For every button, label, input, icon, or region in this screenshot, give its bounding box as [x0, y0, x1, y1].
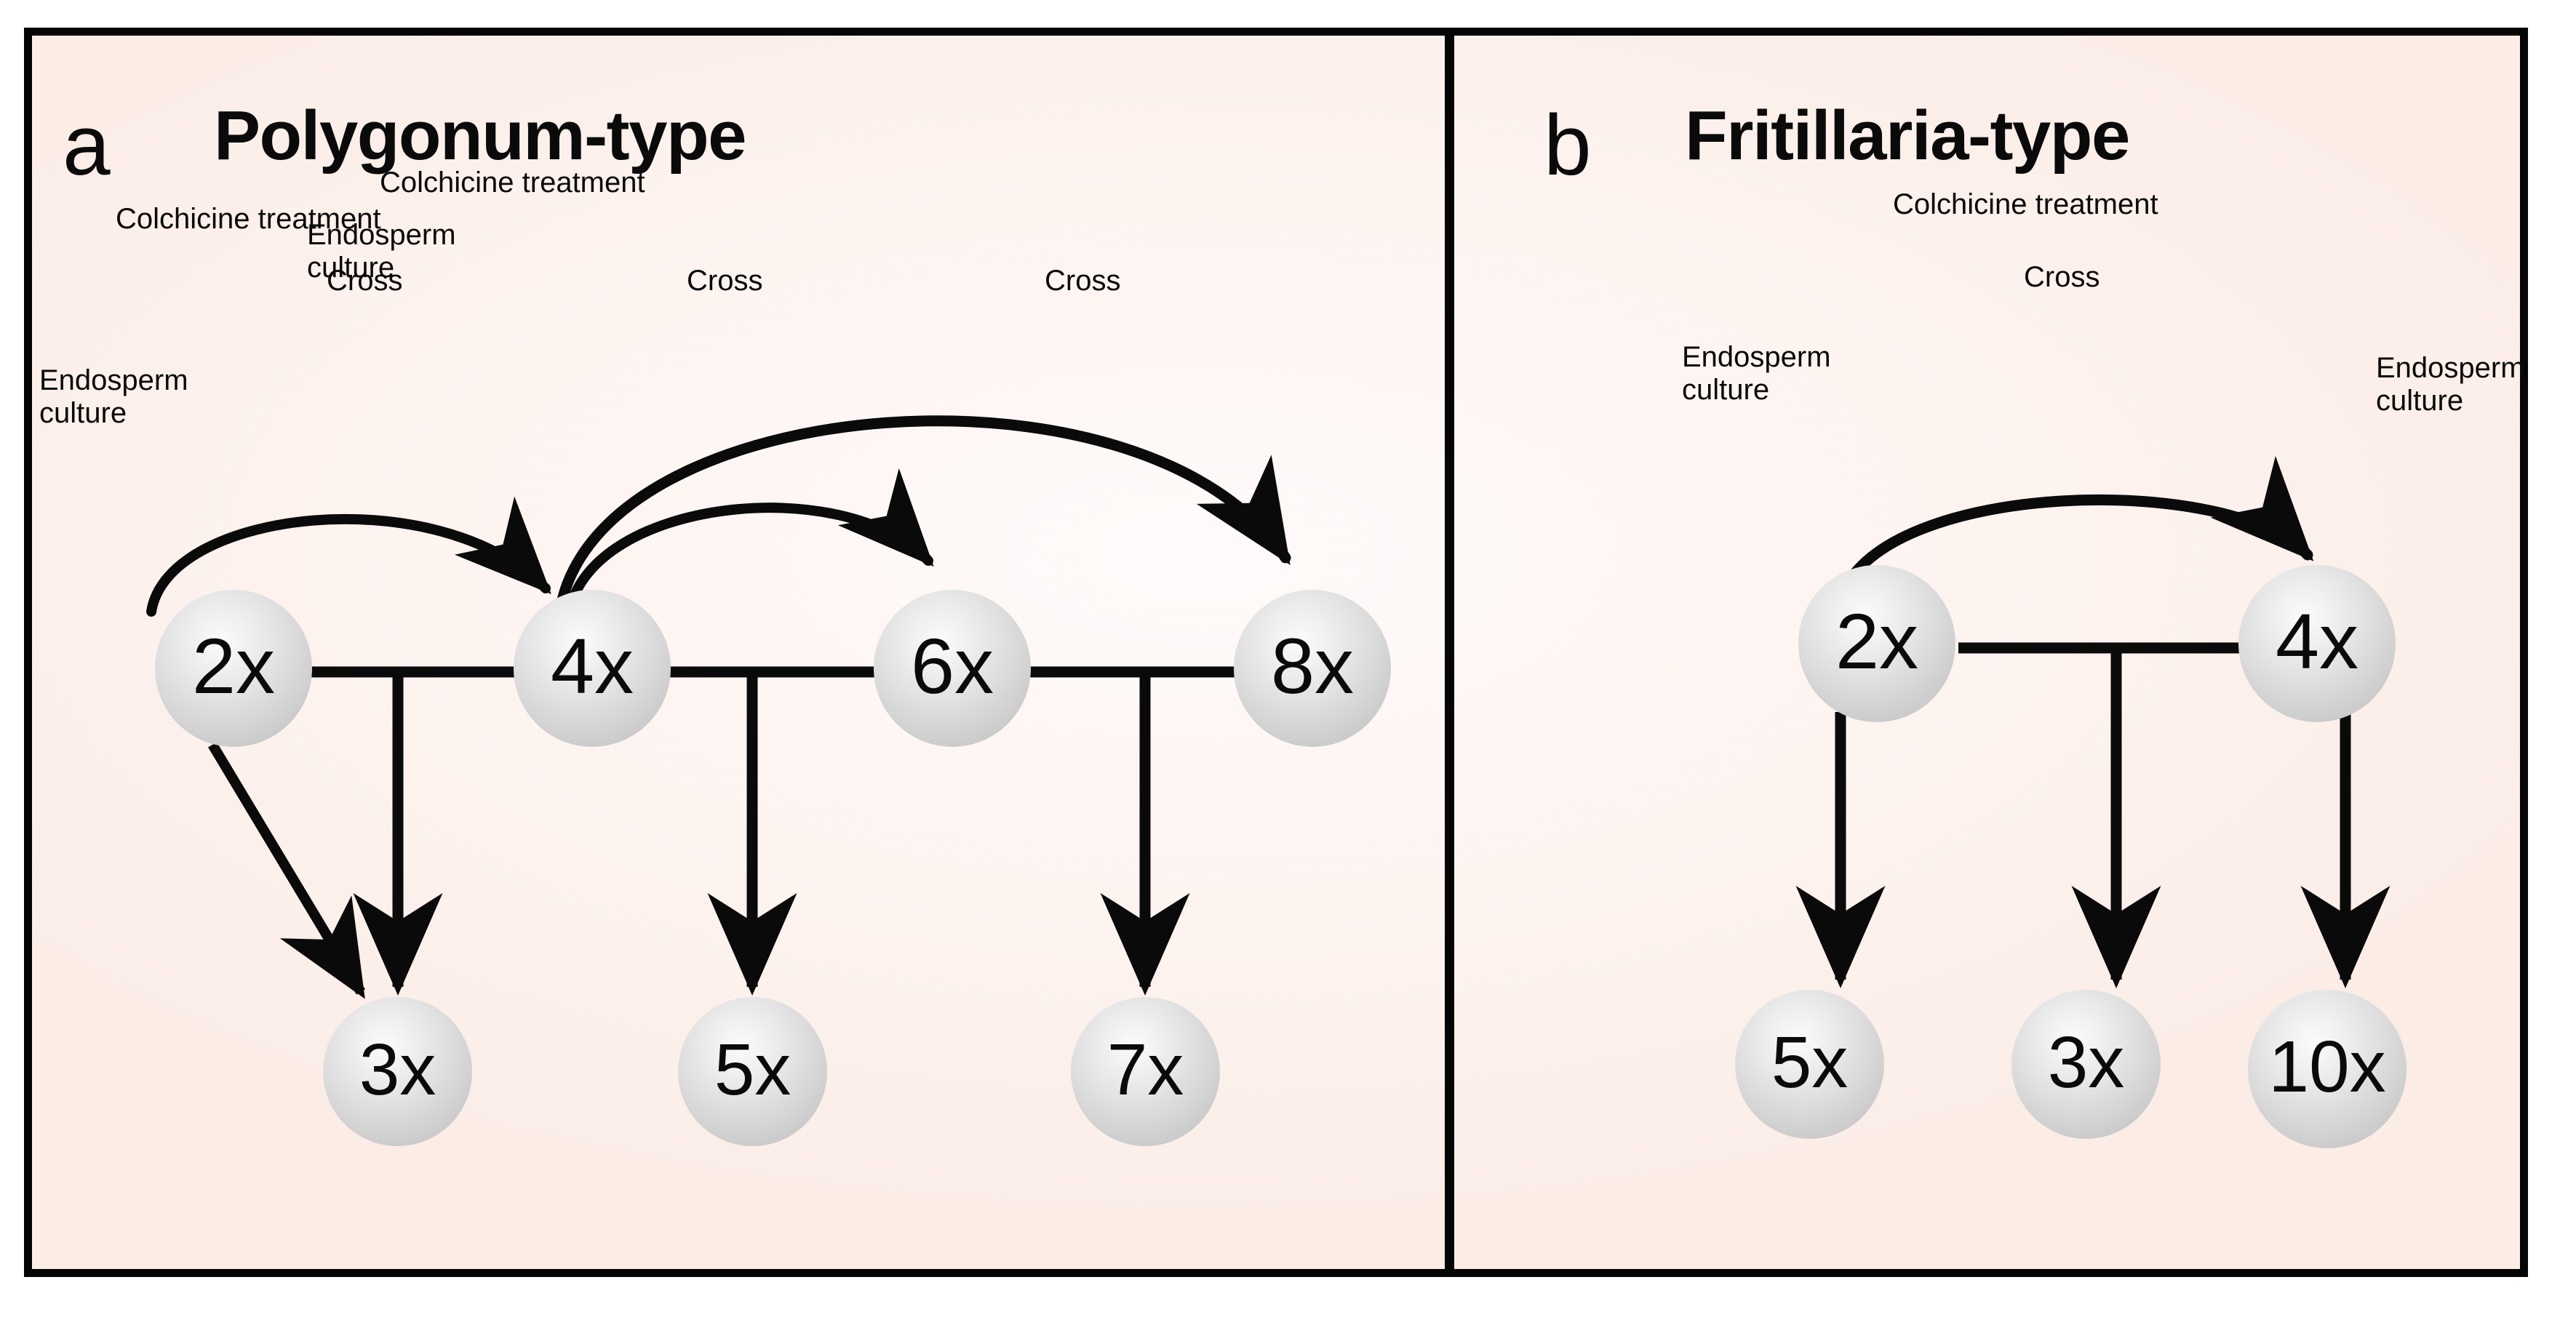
label-endosperm-a-2x-3x: Endosperm culture	[39, 364, 207, 430]
label-endosperm-line2: culture	[1682, 373, 1770, 406]
node-a-8x[interactable]: 8x	[1234, 590, 1391, 747]
label-endosperm-line1: Endosperm	[1682, 341, 1831, 373]
label-endosperm-line1: Endosperm	[2376, 352, 2525, 384]
node-a-6x[interactable]: 6x	[874, 590, 1031, 747]
panel-a-letter: a	[63, 97, 111, 193]
panel-a-title: Polygonum-type	[214, 97, 747, 175]
label-colchicine-a-4x-8x: Colchicine treatment	[380, 167, 645, 199]
node-a-2x[interactable]: 2x	[155, 590, 312, 747]
label-colchicine-b-2x-4x: Colchicine treatment	[1893, 188, 2158, 220]
figure-frame: a Polygonum-type Colchicine treatment En…	[24, 28, 2528, 1277]
node-a-4x[interactable]: 4x	[514, 590, 671, 747]
label-endosperm-a-4x-6x: Endosperm culture	[307, 219, 467, 284]
label-colchicine-a-2x-4x: Colchicine treatment	[116, 203, 381, 235]
panel-b-letter: b	[1544, 97, 1592, 193]
node-b-5x[interactable]: 5x	[1735, 990, 1884, 1139]
label-endosperm-line2: culture	[2376, 384, 2464, 417]
label-cross-a-2x-4x: Cross	[327, 265, 403, 297]
panel-divider	[1445, 28, 1454, 1277]
label-endosperm-line2: culture	[39, 396, 127, 429]
label-endosperm-line2: culture	[307, 251, 395, 284]
panel-b-title: Fritillaria-type	[1685, 97, 2130, 175]
node-b-3x[interactable]: 3x	[2011, 990, 2161, 1139]
label-endosperm-line1: Endosperm	[307, 219, 456, 251]
node-b-10x[interactable]: 10x	[2248, 990, 2406, 1148]
label-cross-a-6x-8x: Cross	[1045, 265, 1121, 297]
node-a-7x[interactable]: 7x	[1071, 997, 1220, 1146]
node-a-3x[interactable]: 3x	[323, 997, 472, 1146]
label-endosperm-b-4x-10x: Endosperm culture	[2376, 352, 2543, 417]
label-endosperm-line1: Endosperm	[39, 364, 188, 396]
label-endosperm-b-2x-5x: Endosperm culture	[1682, 341, 1849, 407]
node-b-2x[interactable]: 2x	[1798, 565, 1955, 722]
label-cross-a-4x-6x: Cross	[687, 265, 763, 297]
node-a-5x[interactable]: 5x	[678, 997, 827, 1146]
label-cross-b-2x-4x: Cross	[2024, 261, 2100, 293]
node-b-4x[interactable]: 4x	[2238, 565, 2396, 722]
